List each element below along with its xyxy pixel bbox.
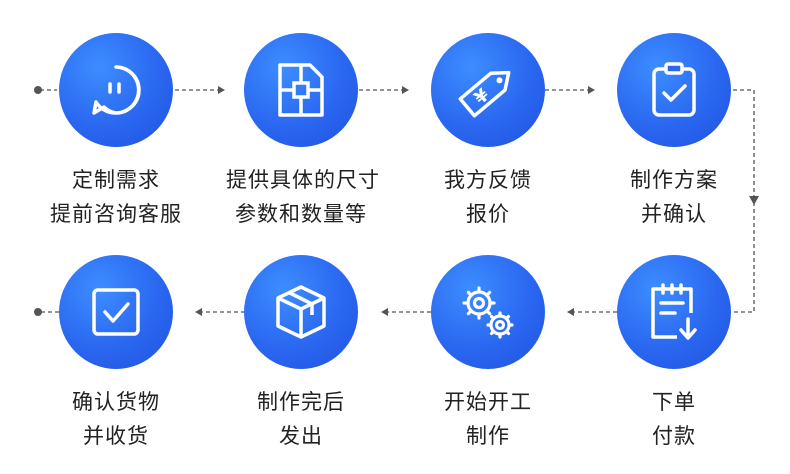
step-circle: [244, 255, 358, 369]
step-circle: [617, 255, 731, 369]
step-circle: ¥: [431, 33, 545, 147]
price-tag-icon: ¥: [458, 70, 511, 118]
step-title: 定制需求: [72, 168, 160, 192]
step-ship: 制作完后 发出: [226, 255, 376, 453]
step-title: 开始开工: [444, 390, 532, 414]
flow-end-dot: [34, 308, 42, 316]
clipboard-check-icon: [652, 62, 696, 117]
step-circle: [59, 33, 173, 147]
step-circle: [431, 255, 545, 369]
checkbox-icon: [92, 288, 140, 336]
step-circle: [59, 255, 173, 369]
step-subtitle: 发出: [279, 424, 323, 448]
step-subtitle: 报价: [466, 202, 510, 226]
document-download-icon: [651, 283, 697, 340]
step-quote: ¥ 我方反馈 报价: [413, 33, 563, 231]
step-title: 制作方案: [630, 168, 718, 192]
step-receive: 确认货物 并收货: [41, 255, 191, 453]
step-order-pay: 下单 付款: [599, 255, 749, 453]
step-subtitle: 并收货: [83, 424, 149, 448]
connector-4-5: [733, 89, 755, 313]
connector-down-arrow: [749, 196, 759, 205]
step-plan-confirm: 制作方案 并确认: [599, 33, 749, 231]
step-title: 制作完后: [257, 390, 345, 414]
chat-bubble-icon: [92, 65, 141, 115]
step-subtitle: 付款: [652, 424, 696, 448]
step-title: 我方反馈: [444, 168, 532, 192]
step-title: 提供具体的尺寸: [226, 168, 380, 192]
step-subtitle: 制作: [466, 424, 510, 448]
flow-start-dot: [34, 86, 42, 94]
step-subtitle: 提前咨询客服: [50, 202, 182, 226]
step-title: 下单: [652, 390, 696, 414]
package-box-icon: [276, 285, 326, 339]
gears-icon: [462, 286, 514, 339]
step-subtitle: 参数和数量等: [235, 202, 367, 226]
step-subtitle: 并确认: [641, 202, 707, 226]
step-custom-request: 定制需求 提前咨询客服: [41, 33, 191, 231]
blueprint-icon: [278, 63, 324, 117]
step-circle: [244, 33, 358, 147]
step-production: 开始开工 制作: [413, 255, 563, 453]
step-circle: [617, 33, 731, 147]
step-provide-specs: 提供具体的尺寸 参数和数量等: [226, 33, 380, 231]
step-title: 确认货物: [72, 390, 160, 414]
